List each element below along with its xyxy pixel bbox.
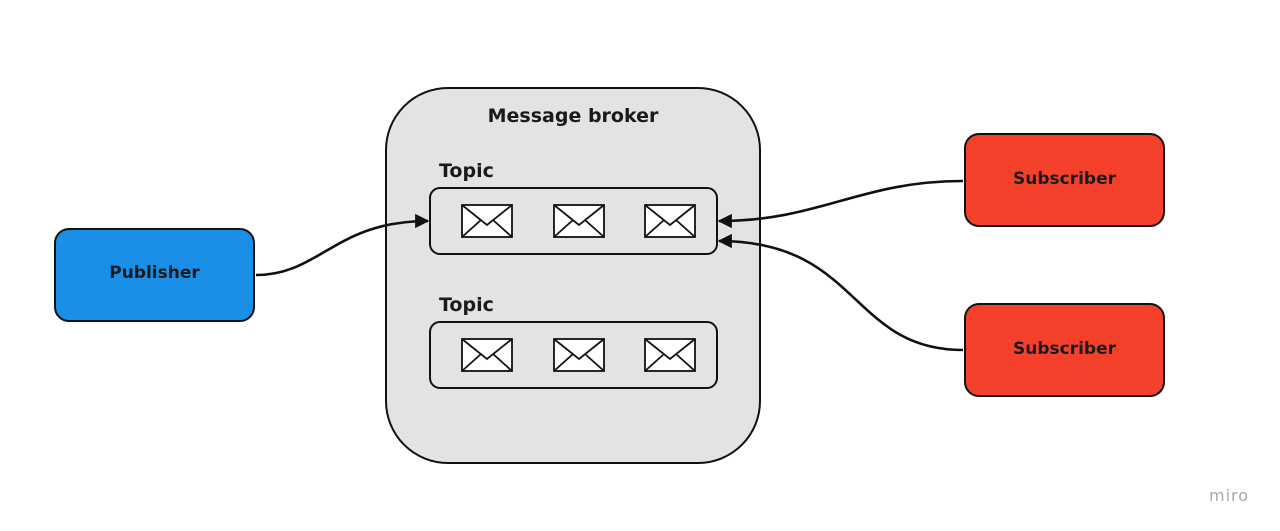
subscriber-1-to-topic-arrow[interactable]: [717, 179, 964, 229]
subscriber-label: Subscriber: [1012, 339, 1116, 359]
topic-label: Topic: [439, 160, 494, 182]
envelope-icon: [461, 338, 513, 372]
envelope-icon: [461, 204, 513, 238]
message-broker-title: Message broker: [487, 105, 659, 127]
message-broker-container[interactable]: [385, 87, 761, 464]
envelope-icon: [644, 338, 696, 372]
envelope-icon: [644, 204, 696, 238]
publisher-node[interactable]: [54, 228, 255, 322]
miro-watermark: miro: [1209, 486, 1250, 505]
topic-label: Topic: [439, 294, 494, 316]
publisher-label: Publisher: [109, 263, 200, 283]
envelope-icon: [553, 204, 605, 238]
subscriber-2-to-topic-arrow[interactable]: [717, 233, 964, 352]
envelope-icon: [553, 338, 605, 372]
publisher-to-topic-arrow[interactable]: [255, 213, 430, 277]
subscriber-node-1[interactable]: [964, 133, 1165, 227]
subscriber-node-2[interactable]: [964, 303, 1165, 397]
subscriber-label: Subscriber: [1012, 169, 1116, 189]
